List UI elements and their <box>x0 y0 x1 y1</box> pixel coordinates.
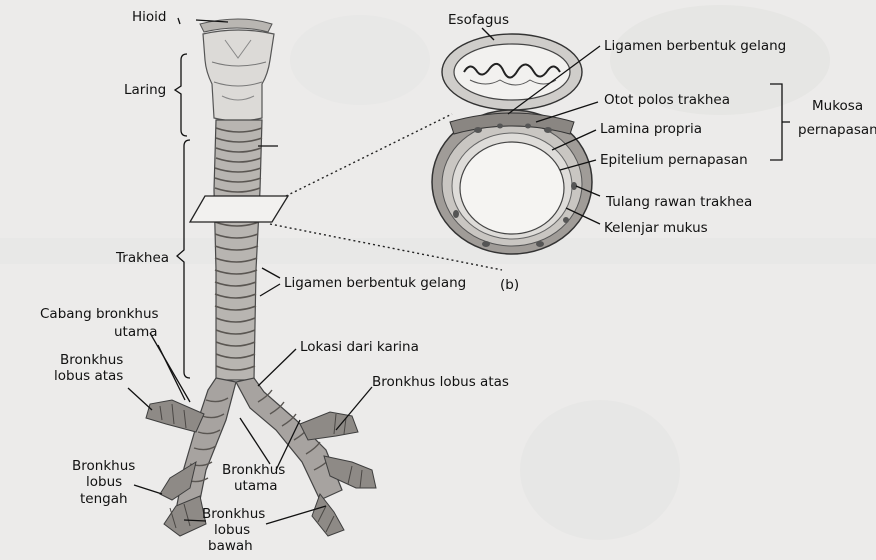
esophagus-inner <box>454 44 570 100</box>
lower-lobe-bronchus-left <box>164 496 206 536</box>
label-otot-polos: Otot polos trakhea <box>604 92 730 108</box>
cross-section-illustration <box>432 34 592 254</box>
trachea-lumen <box>460 142 564 234</box>
label-bronkhus-lobus-atas-right: Bronkhus lobus atas <box>372 374 509 390</box>
upper-lobe-bronchus-left <box>146 400 204 432</box>
label-panel-b: (b) <box>500 277 519 293</box>
label-lamina-propria: Lamina propria <box>600 121 702 137</box>
label-kelenjar-mukus: Kelenjar mukus <box>604 220 708 236</box>
label-esofagus: Esofagus <box>448 12 509 28</box>
label-ligamen-gelang-left: Ligamen berbentuk gelang <box>284 275 466 291</box>
left-labels: Hioid Laring Trakhea Ligamen berbentuk g… <box>40 9 509 554</box>
label-trakhea: Trakhea <box>115 250 169 266</box>
label-bronkhus-lobus-bawah-3: bawah <box>208 538 253 554</box>
larynx-shape <box>203 30 274 121</box>
label-bronkhus-utama-1: Bronkhus <box>222 462 285 478</box>
label-lokasi-karina: Lokasi dari karina <box>300 339 419 355</box>
section-plane <box>190 196 288 222</box>
label-hioid: Hioid <box>132 9 166 25</box>
label-epitelium: Epitelium pernapasan <box>600 152 748 168</box>
label-mukosa-1: Mukosa <box>812 98 863 114</box>
label-cabang-bronkhus-2: utama <box>114 324 158 340</box>
upper-lobe-bronchus-right <box>300 412 358 440</box>
label-bronkhus-lobus-tengah-2: lobus <box>86 474 122 490</box>
label-laring: Laring <box>124 82 166 98</box>
larynx-bracket <box>175 54 187 136</box>
label-bronkhus-lobus-atas-left-1: Bronkhus <box>60 352 123 368</box>
label-cabang-bronkhus-1: Cabang bronkhus <box>40 306 159 322</box>
lower-lobe-bronchus-right <box>312 494 344 536</box>
label-mukosa-2: pernapasan <box>798 122 876 138</box>
label-bronkhus-lobus-atas-left-2: lobus atas <box>54 368 123 384</box>
label-bronkhus-lobus-bawah-1: Bronkhus <box>202 506 265 522</box>
label-ligamen-gelang-right: Ligamen berbentuk gelang <box>604 38 786 54</box>
projection-line-top <box>286 114 452 196</box>
label-bronkhus-lobus-tengah-1: Bronkhus <box>72 458 135 474</box>
label-bronkhus-lobus-tengah-3: tengah <box>80 491 128 507</box>
label-bronkhus-utama-2: utama <box>234 478 278 494</box>
label-tulang-rawan: Tulang rawan trakhea <box>605 194 752 210</box>
label-bronkhus-lobus-bawah-2: lobus <box>214 522 250 538</box>
